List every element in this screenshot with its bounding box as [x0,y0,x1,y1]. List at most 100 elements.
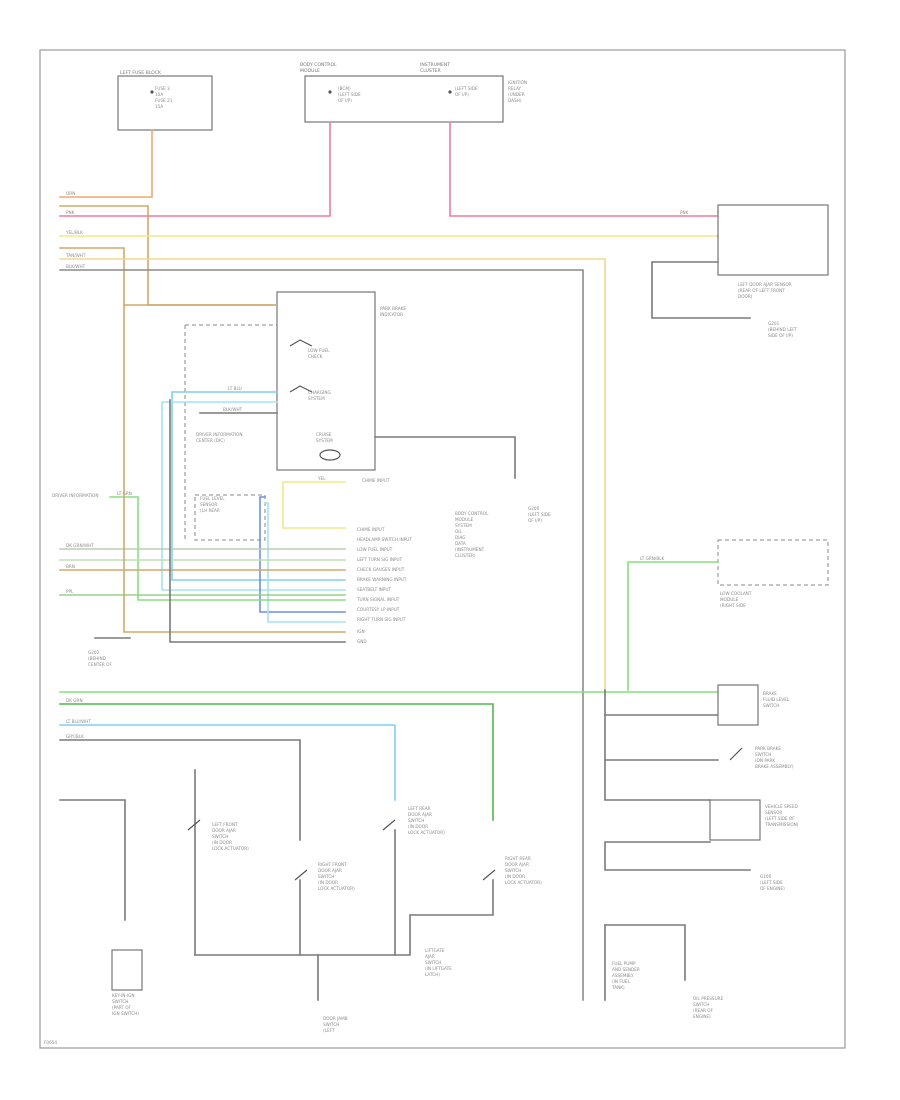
wire-gray-long [59,269,584,1001]
wire-pink-right [449,121,719,217]
rd-5: LOCK ACTUATOR) [318,886,355,891]
speed-1: VEHICLE SPEED [765,804,798,809]
rr-3: SWITCH [505,868,521,873]
park-1: PARK BRAKE [755,746,781,751]
g201-1: G201 [768,321,780,326]
brake-fluid-3: SWITCH [763,703,779,708]
bcm-switch-box [276,291,376,471]
wire-right-3 [604,689,711,801]
ld-5: LOCK ACTUATOR) [212,846,249,851]
g100-3: OF ENGINE) [760,886,785,891]
lg-2: AJAR [425,954,435,959]
fuel-sensor-1: FUEL LEVEL [200,496,225,501]
g202-3: CENTER OF [88,662,112,667]
brake-fluid-1: BRAKE [763,691,777,696]
diagram-frame [39,49,846,1049]
lg-5: LATCH) [425,972,440,977]
speed-2: SENSOR [765,810,782,815]
left-door-contact [187,819,201,831]
brake-fluid-box [717,684,759,726]
idm-l4: DASH) [508,98,522,103]
ldw-1: LOW COOLANT [720,591,752,596]
cluster-block-6: SYSTEM [308,396,325,401]
bcm-label2: MODULE [300,68,320,74]
wire-relay-gnd [651,261,751,319]
cr-6: (INSTRUMENT [455,547,485,552]
park-4: BRAKE ASSEMBLY) [755,764,794,769]
oil-1: OIL PRESSURE [693,996,724,1001]
fp-3: ASSEMBLY [612,973,634,978]
wire-tan-right [59,258,606,691]
left-label-idle: DRIVER INFORMATION [52,493,98,498]
fp-5: TANK) [611,985,625,990]
g202-2: (BEHIND [88,656,106,661]
ci-8: COURTESY LP INPUT [357,607,400,612]
lg-1: LIFTGATE [425,948,445,953]
fp-4: (IN FUEL [612,979,630,984]
ld-3: SWITCH [212,834,228,839]
ci-2: LOW FUEL INPUT [357,547,393,552]
cluster-block-5: CHARGING [308,390,331,395]
ldw-2: MODULE [720,597,739,602]
fuel-sensor-3: (LH REAR [200,508,220,513]
label-blkwht: BLK/WHT [223,407,243,412]
rd-3: SWITCH [318,874,334,879]
ci-5: BRAKE WARNING INPUT [357,577,407,582]
speed-sensor-box [709,799,761,841]
park-3: (ON PARK [755,758,775,763]
key-4: IGN SWITCH) [112,1011,139,1016]
right-rear-contact [482,869,496,881]
g200-1: G200 [528,506,540,511]
bcm-l3: (BCM) [338,86,351,91]
label-ppl: PPL [66,589,74,594]
wire-gray-in6 [169,399,346,643]
lr-1: LEFT REAR [408,806,431,811]
ci-9: RIGHT TURN SIG INPUT [357,617,406,622]
cluster-block-7: CRUISE [316,432,332,437]
label-gryblk: GRY/BLK [66,734,84,739]
wire-blue-1 [259,496,346,613]
wire-yellow-chime [282,481,346,529]
speed-4: TRANSMISSION) [764,822,799,827]
rr-1: RIGHT REAR [505,856,531,861]
right-door-contact [294,869,308,881]
cluster-l4: OF I/P) [455,92,469,97]
g202-1: G202 [88,650,100,655]
g100-1: G100 [760,874,772,879]
cluster-top-label2: CLUSTER [420,68,442,74]
lg-3: SWITCH [425,960,441,965]
cr-2: SYSTEM [455,523,472,528]
wire-ltblue-long [59,724,396,801]
footer-code: F0654 [44,1040,57,1045]
park-switch-contact [729,747,743,761]
connector-pin [448,90,452,94]
label-tan: TAN/WHT [65,253,86,258]
bcm-l4: (LEFT SIDE [338,92,361,97]
oil-2: SWITCH [693,1002,709,1007]
wire-key-switch [59,799,126,921]
bcm-l5: OF I/P) [338,98,352,103]
rd-4: (IN DOOR [318,880,338,885]
wire-gray-long2 [59,739,301,841]
label-dkgrn: DK GRN [66,698,83,703]
cluster-block-1: PARK BRAKE [380,306,406,311]
cr-1: MODULE [455,517,474,522]
ci-11: GND [357,639,367,644]
key-1: KEY-IN-IGN [112,993,134,998]
rd-1: RIGHT FRONT [318,862,347,867]
fuse-block-l4: FUSE 21 [155,98,173,103]
label-blk: BLK/WHT [66,264,86,269]
ci-7: TURN SIGNAL INPUT [356,597,400,602]
relay-right-l2: (REAR OF LEFT FRONT [738,288,785,293]
idm-l2: RELAY [508,86,522,91]
connector-pin [150,90,154,94]
g200-3: OF I/P) [528,518,542,523]
cr-5: DATA [455,541,466,546]
relay-right-l3: DOOR) [738,294,753,299]
bcm-box [304,75,504,123]
cluster-block-8: SYSTEM [316,438,333,443]
cluster-l3: (LEFT SIDE [455,86,478,91]
rr-4: (IN DOOR [505,874,525,879]
ld-2: DOOR AJAR [212,828,236,833]
